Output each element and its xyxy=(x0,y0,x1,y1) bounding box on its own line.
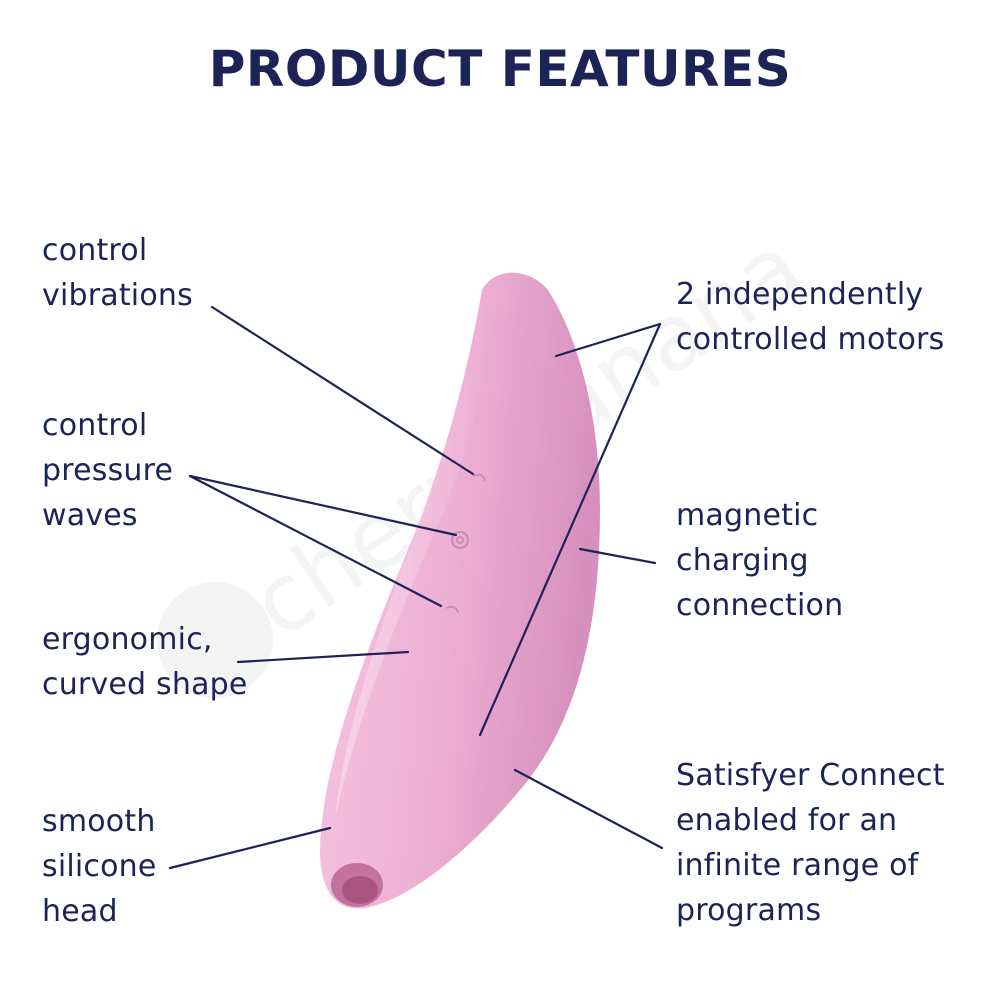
leader-motors-a xyxy=(554,322,662,358)
leader-app-connect xyxy=(513,768,664,850)
product-body xyxy=(320,272,600,909)
feature-control-vibrations: control vibrations xyxy=(42,233,193,313)
leader-motors-b xyxy=(478,322,662,737)
control-buttons xyxy=(445,473,486,614)
feature-motors: 2 independently controlled motors xyxy=(676,277,945,357)
leader-pressure-b xyxy=(188,474,443,608)
feature-app-connect: Satisfyer Connect enabled for an infinit… xyxy=(676,758,945,928)
leader-smooth-head xyxy=(168,826,332,870)
feature-smooth-head: smooth silicone head xyxy=(42,804,157,929)
pressure-button-icon xyxy=(451,531,469,549)
watermark-logo-icon xyxy=(157,582,273,698)
leader-ergonomic xyxy=(236,650,410,664)
leader-control-vibrations xyxy=(210,305,475,476)
feature-ergonomic-shape: ergonomic, curved shape xyxy=(42,622,248,702)
vibration-button-icon xyxy=(472,473,486,482)
leader-magnetic xyxy=(578,547,657,565)
feature-control-pressure-waves: control pressure waves xyxy=(42,408,174,533)
product-head xyxy=(331,863,383,907)
page-title: PRODUCT FEATURES xyxy=(208,40,792,98)
product-highlight xyxy=(335,300,495,820)
leader-pressure-a xyxy=(188,474,458,537)
pressure-minus-button-icon xyxy=(445,605,459,614)
feature-magnetic-charging: magnetic charging connection xyxy=(676,498,844,623)
